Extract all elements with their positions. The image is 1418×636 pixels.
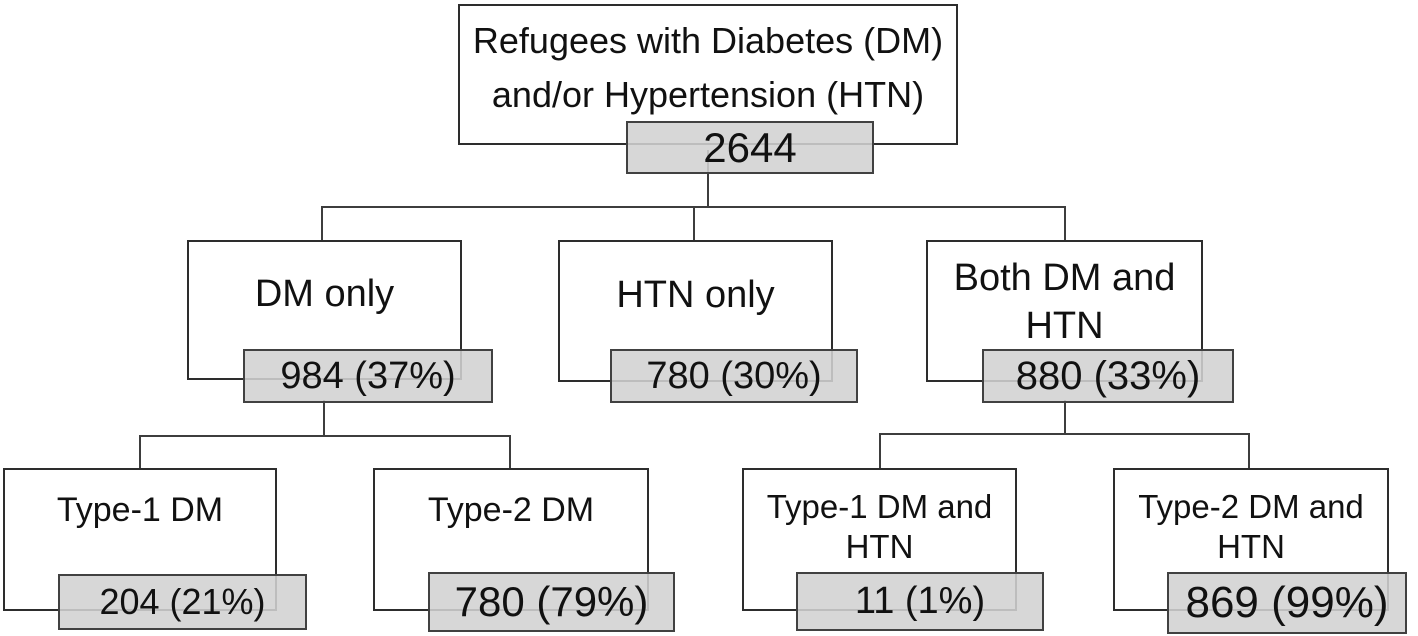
node-both-dm-htn-label-line2: HTN	[1025, 305, 1104, 347]
node-type2-dm-label: Type-2 DM	[427, 491, 595, 530]
node-refugees-root-label-line2: and/or Hypertension (HTN)	[491, 74, 925, 115]
badge-dm-only-count: 984 (37%)	[243, 349, 493, 403]
badge-htn-only-count: 780 (30%)	[610, 349, 858, 403]
node-dm-only-label: DM only	[254, 273, 395, 316]
node-both-dm-htn-label-line1: Both DM and	[953, 257, 1176, 300]
node-refugees-root-label-line1: Refugees with Diabetes (DM)	[472, 20, 944, 61]
badge-type1-dm-count: 204 (21%)	[58, 574, 307, 630]
node-htn-only-label: HTN only	[616, 274, 775, 317]
node-type1-dm-htn-label-line2: HTN	[845, 527, 914, 565]
badge-refugees-root-count: 2644	[626, 121, 874, 174]
node-type1-dm-label: Type-1 DM	[56, 491, 224, 530]
badge-type2-dm-htn-count: 869 (99%)	[1167, 572, 1407, 634]
node-type1-dm-htn-label-line1: Type-1 DM and	[766, 487, 993, 525]
node-type2-dm-htn-label-line1: Type-2 DM and	[1138, 487, 1364, 525]
badge-type1-dm-htn-count: 11 (1%)	[796, 572, 1044, 631]
badge-both-dm-htn-count: 880 (33%)	[982, 349, 1234, 403]
node-type2-dm-htn-label-line2: HTN	[1217, 527, 1285, 565]
badge-type2-dm-count: 780 (79%)	[428, 572, 675, 632]
